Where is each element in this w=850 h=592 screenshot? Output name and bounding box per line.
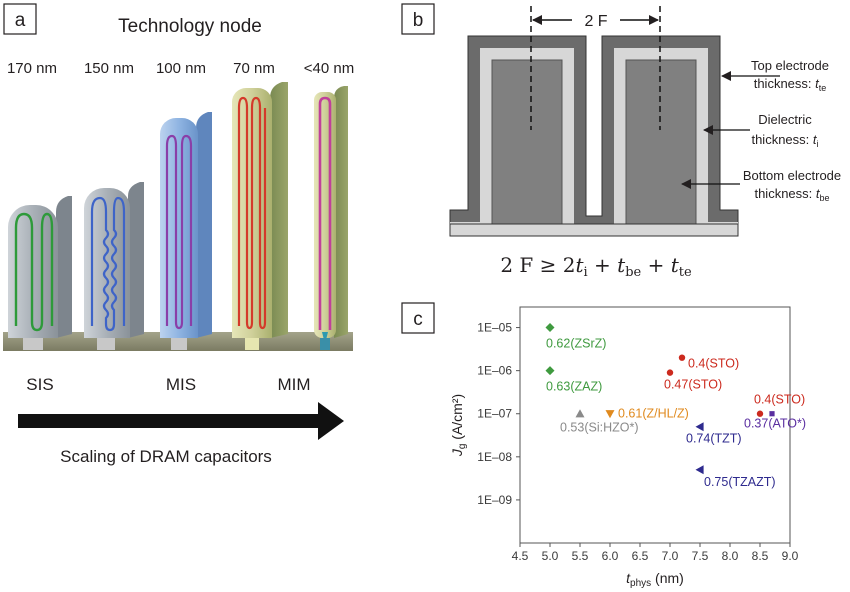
data-point-label: 0.47(STO) [664, 378, 722, 392]
data-point-circle [666, 369, 674, 376]
y-tick-label: 1E–08 [477, 450, 512, 464]
panel-b-label: b [413, 10, 424, 31]
y-tick-label: 1E–09 [477, 493, 512, 507]
y-tick-label: 1E–07 [477, 407, 512, 421]
data-point-label: 0.62(ZSrZ) [546, 337, 606, 351]
data-point-triangle-left [695, 465, 704, 475]
data-point-label: 0.37(ATO*) [744, 417, 806, 431]
x-tick-label: 7.0 [662, 549, 679, 563]
panel-a-title: Technology node [118, 16, 262, 37]
scaling-arrow [18, 402, 344, 440]
capacitor-mis-100nm [160, 112, 212, 350]
scaling-caption: Scaling of DRAM capacitors [60, 447, 272, 466]
data-point-square [769, 411, 775, 417]
panel-c-label-box [401, 302, 435, 334]
data-point-label: 0.74(TZT) [686, 432, 742, 446]
node-label-170: 170 nm [7, 60, 57, 77]
x-tick-label: 7.5 [692, 549, 709, 563]
capacitor-sis-150nm [84, 182, 144, 350]
panel-b-label-box [401, 3, 435, 35]
x-tick-label: 8.0 [722, 549, 739, 563]
data-point-triangle-down [605, 410, 615, 419]
x-tick-label: 6.0 [602, 549, 619, 563]
data-point-label: 0.4(STO) [688, 357, 739, 371]
data-point-label: 0.75(TZAZT) [704, 475, 776, 489]
data-point-label: 0.63(ZAZ) [546, 380, 602, 394]
data-point-label: 0.4(STO) [754, 393, 805, 407]
bottom-electrode-label: Bottom electrode [743, 168, 841, 183]
data-point-triangle-left [695, 422, 704, 432]
type-label-mim: MIM [277, 375, 310, 394]
data-point-circle [756, 410, 764, 417]
y-ticks: 1E–05 1E–06 1E–07 1E–08 1E–09 [477, 321, 520, 507]
bottom-electrode-thickness: thickness: tbe [754, 186, 829, 203]
x-tick-label: 5.5 [572, 549, 589, 563]
data-point-diamond [545, 366, 555, 376]
top-electrode-label: Top electrode [751, 58, 829, 73]
width-label: 2 F [584, 13, 607, 30]
node-label-70: 70 nm [233, 60, 275, 77]
x-tick-label: 6.5 [632, 549, 649, 563]
y-axis-label: Jg (A/cm²) [449, 394, 468, 457]
x-tick-label: 8.5 [752, 549, 769, 563]
capacitor-mim-70nm [232, 82, 288, 350]
dielectric-label: Dielectric [758, 112, 812, 127]
capacitor-mim-40nm [314, 86, 348, 350]
panel-a-label: a [15, 10, 26, 31]
type-label-mis: MIS [166, 375, 196, 394]
data-points: 0.62(ZSrZ) 0.63(ZAZ) 0.4(STO) 0.47(STO) 0.4(… [545, 323, 806, 489]
data-point-diamond [545, 323, 555, 333]
dielectric-thickness: thickness: ti [751, 132, 818, 149]
x-tick-label: 9.0 [782, 549, 799, 563]
constraint-equation: 2 F ≥ 2ti + tbe + tte [500, 253, 692, 280]
y-tick-label: 1E–06 [477, 364, 512, 378]
width-label-bg [572, 10, 620, 30]
node-label-150: 150 nm [84, 60, 134, 77]
top-electrode-thickness: thickness: tte [754, 76, 827, 93]
x-tick-label: 5.0 [542, 549, 559, 563]
panel-a: a Technology node 170 nm 150 nm 100 nm 7… [3, 3, 354, 466]
x-axis-label: tphys (nm) [626, 570, 684, 589]
y-tick-label: 1E–05 [477, 321, 512, 335]
trench-structure [449, 35, 739, 237]
panel-b: b 2 F Top electrode thickness: tte Diele… [401, 3, 841, 280]
capacitor-sis-170nm [8, 196, 72, 350]
data-point-circle [678, 354, 686, 361]
panel-a-label-box [3, 3, 37, 35]
data-point-triangle-up [575, 409, 585, 418]
x-ticks: 4.5 5.0 5.5 6.0 6.5 7.0 7.5 8.0 8.5 9.0 [512, 543, 799, 563]
type-label-sis: SIS [26, 375, 53, 394]
data-point-label: 0.53(Si:HZO*) [560, 421, 639, 435]
data-point-label: 0.61(Z/HL/Z) [618, 407, 689, 421]
panel-c-label: c [413, 309, 423, 330]
node-label-40: <40 nm [304, 60, 354, 77]
x-tick-label: 4.5 [512, 549, 529, 563]
plot-frame [519, 306, 791, 544]
node-label-100: 100 nm [156, 60, 206, 77]
